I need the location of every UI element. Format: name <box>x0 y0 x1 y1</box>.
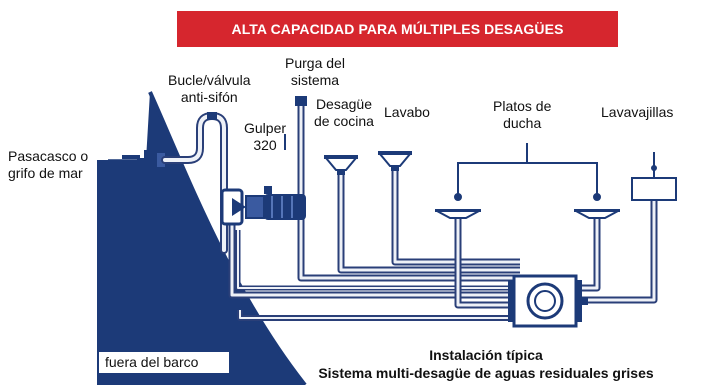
label-seacock-text: Pasacasco o grifo de mar <box>8 148 89 181</box>
manifold <box>508 274 588 328</box>
label-pump-text: Gulper 320 <box>244 120 287 153</box>
label-shower-trays: Platos de ducha <box>493 98 551 132</box>
caption-line-2: Sistema multi-desagüe de aguas residuale… <box>318 365 654 381</box>
anti-siphon-valve <box>207 112 217 120</box>
label-kitchen-drain-text: Desagüe de cocina <box>314 96 374 129</box>
label-seacock: Pasacasco o grifo de mar <box>8 148 88 182</box>
shower-bracket <box>454 143 601 201</box>
shower-tray-1 <box>435 209 481 219</box>
figure-caption: Instalación típica Sistema multi-desagüe… <box>276 346 696 382</box>
kitchen-drain-funnel <box>323 155 359 175</box>
shower-tray-2 <box>574 209 620 219</box>
label-anti-siphon: Bucle/válvula anti-sifón <box>168 72 251 106</box>
collector-pipes <box>228 105 658 321</box>
label-purge-text: Purga del sistema <box>285 55 345 88</box>
label-shower-trays-text: Platos de ducha <box>493 98 552 131</box>
gulper-pump <box>220 186 306 226</box>
label-anti-siphon-text: Bucle/válvula anti-sifón <box>168 72 251 105</box>
label-purge: Purga del sistema <box>285 55 345 89</box>
discharge-pipe <box>161 112 228 254</box>
label-kitchen-drain: Desagüe de cocina <box>314 96 374 130</box>
label-dishwasher: Lavavajillas <box>601 104 674 120</box>
title-banner: ALTA CAPACIDAD PARA MÚLTIPLES DESAGÜES <box>177 11 618 47</box>
label-sink: Lavabo <box>384 104 430 120</box>
purge-cap <box>295 96 307 106</box>
label-outside-boat: fuera del barco <box>99 352 229 373</box>
caption-line-1: Instalación típica <box>429 347 543 363</box>
dishwasher-box <box>631 152 677 201</box>
label-pump: Gulper 320 <box>244 120 286 154</box>
sink-funnel <box>377 151 413 171</box>
